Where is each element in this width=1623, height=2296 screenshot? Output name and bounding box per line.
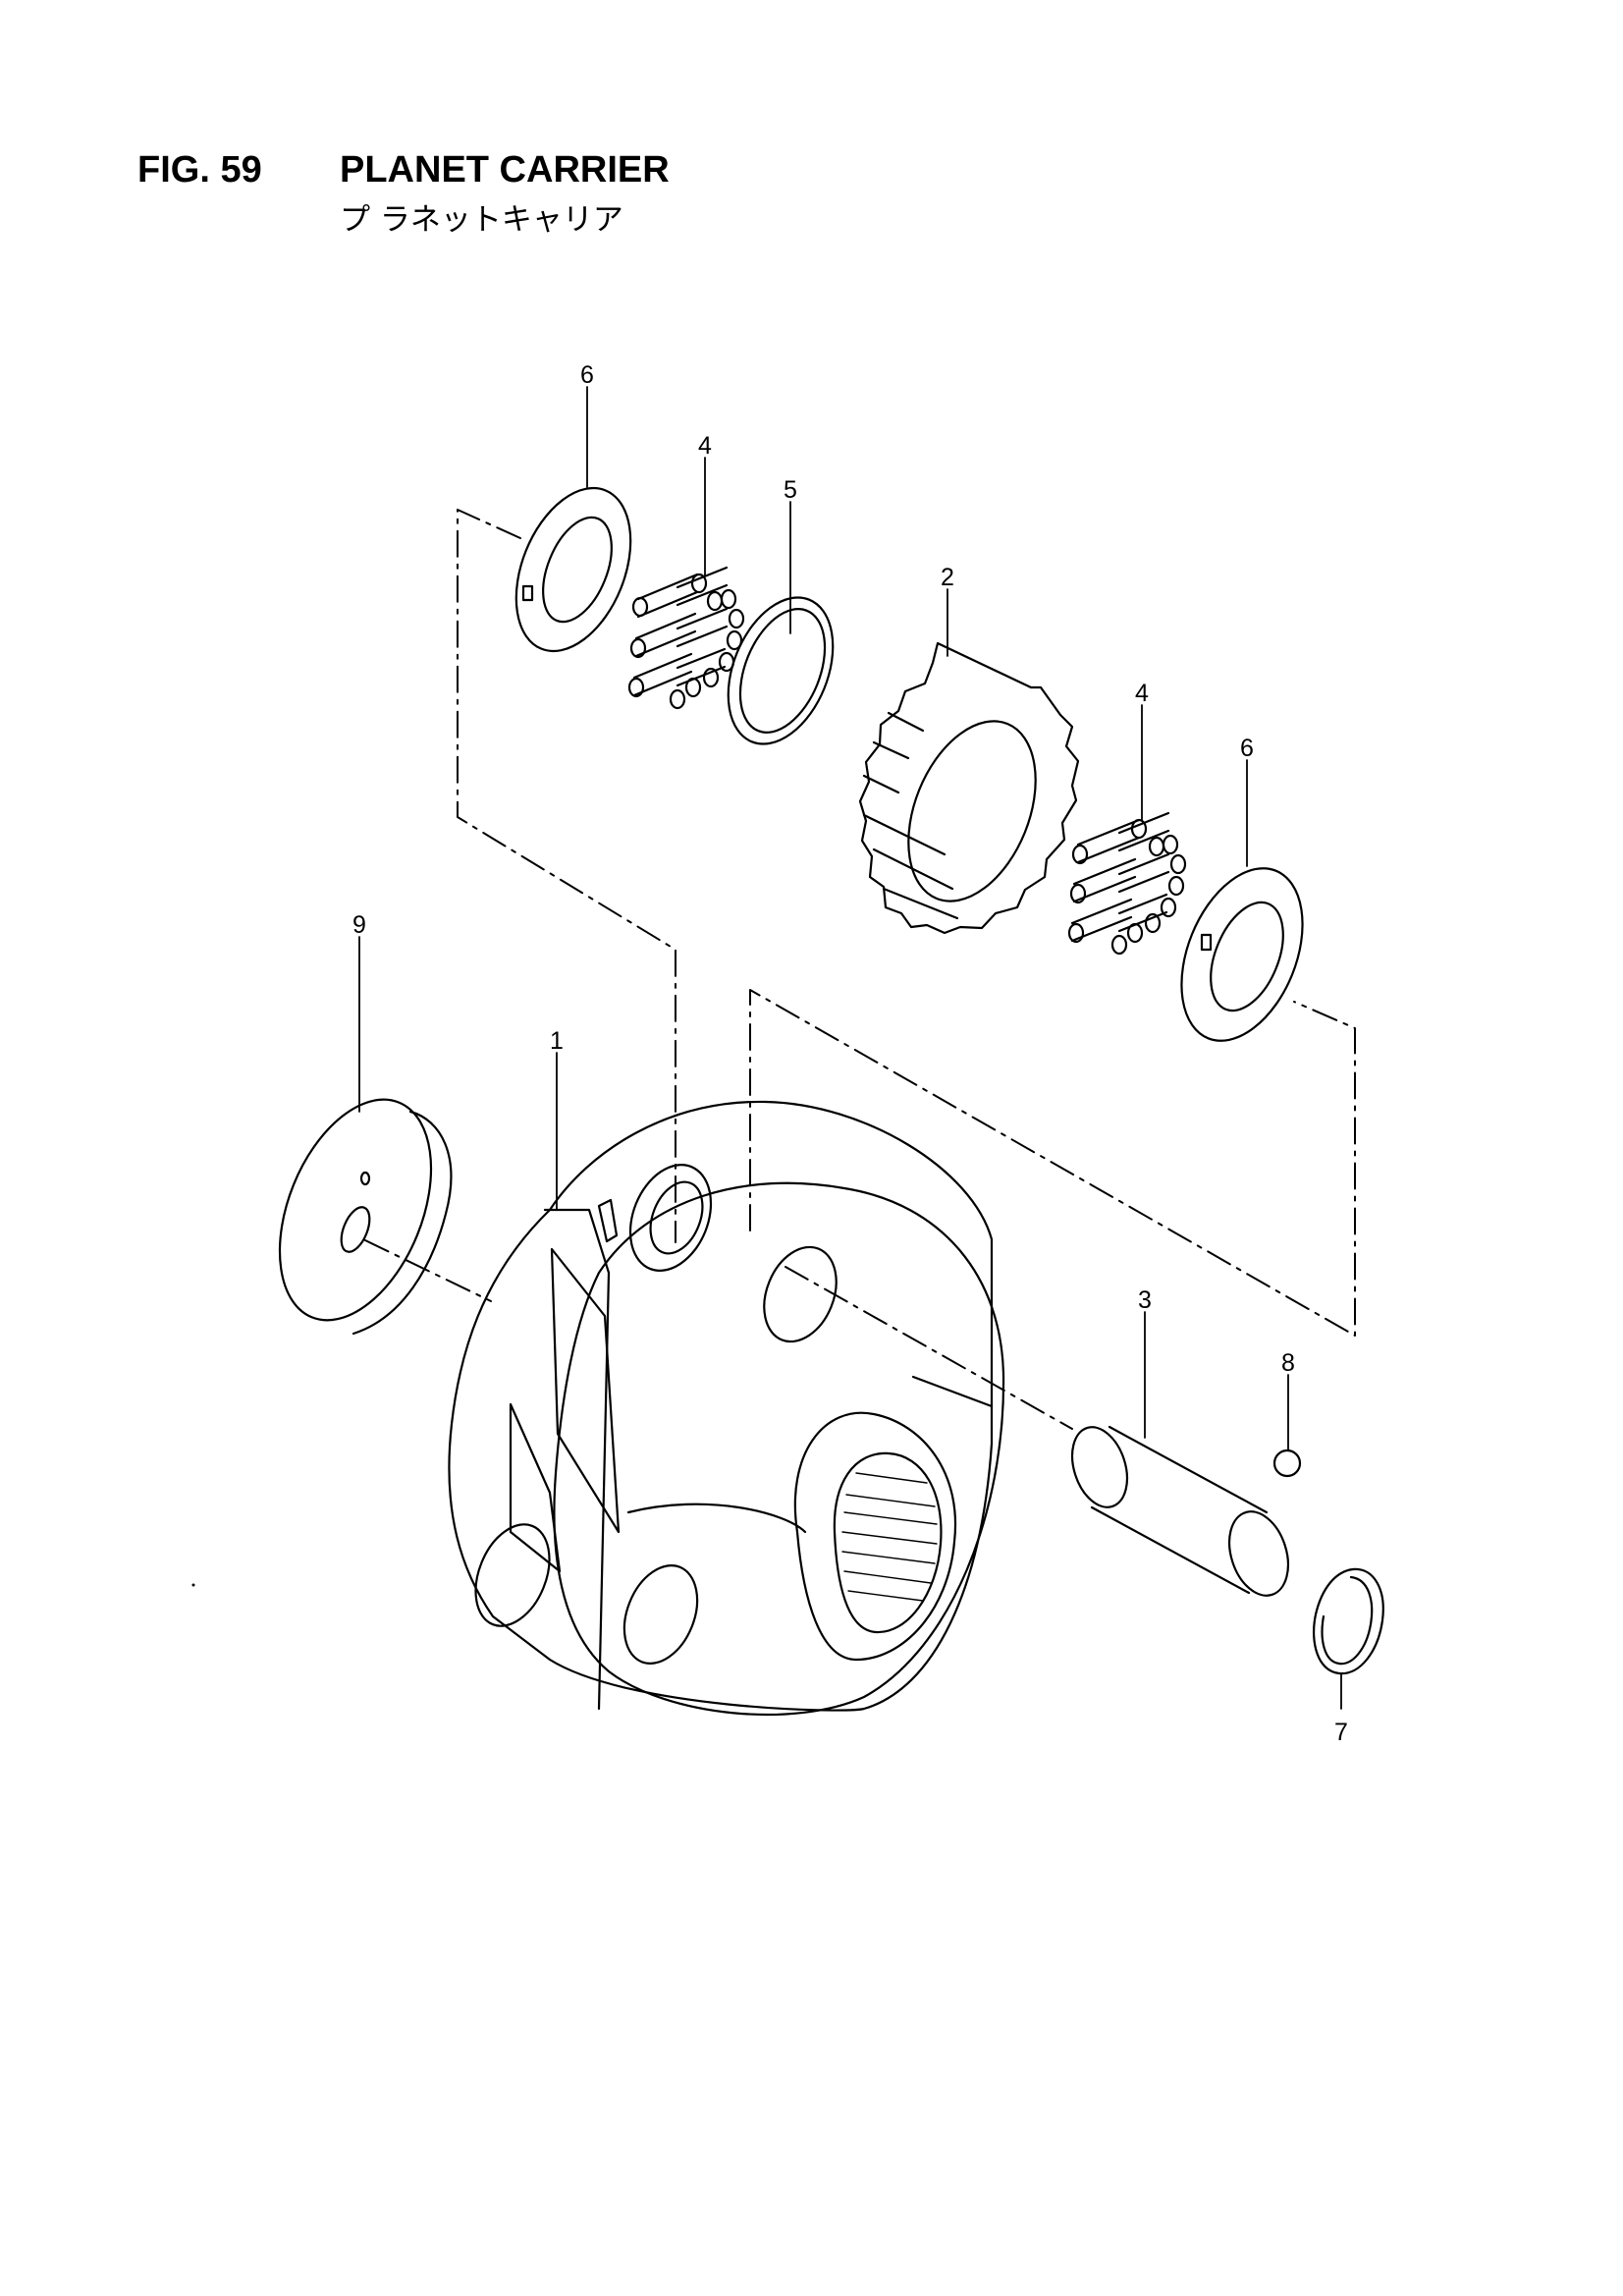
callout-8: 8 — [1281, 1349, 1295, 1377]
assembly-line-right — [749, 989, 1356, 1337]
leader-lines — [358, 386, 1342, 1710]
part-4-needle-rollers-upper — [627, 566, 745, 710]
part-5-spacer-ring — [727, 596, 835, 745]
part-3-planet-pin — [1070, 1425, 1289, 1597]
callout-2: 2 — [941, 564, 954, 591]
callout-4-lower: 4 — [1135, 680, 1149, 707]
part-2-planet-gear — [858, 641, 1080, 935]
part-6-thrust-washer-lower — [1180, 867, 1304, 1042]
callout-5: 5 — [784, 476, 797, 504]
assembly-line-pin-axis — [784, 1266, 1073, 1430]
assembly-line-left — [457, 509, 676, 1243]
callout-6-lower: 6 — [1240, 735, 1254, 762]
callout-4-upper: 4 — [698, 432, 712, 460]
callout-numbers: 6 4 5 2 4 6 9 1 3 8 7 — [352, 361, 1348, 1746]
callout-7: 7 — [1334, 1719, 1348, 1746]
part-9-washer-plate — [278, 1098, 453, 1336]
callout-3: 3 — [1138, 1286, 1152, 1314]
callout-6-upper: 6 — [580, 361, 594, 389]
part-8-steel-ball — [1272, 1449, 1302, 1478]
callout-1: 1 — [550, 1027, 564, 1055]
stray-dot-mark — [191, 1583, 195, 1587]
part-4-needle-rollers-lower — [1067, 811, 1187, 956]
assembly-line-washer-carrier — [364, 1239, 492, 1302]
assembly-lines — [364, 509, 1356, 1430]
figure-subtitle: プ ラネットキャリア — [340, 202, 623, 238]
part-6-thrust-washer-upper — [514, 486, 632, 653]
figure-title: PLANET CARRIER — [340, 149, 670, 191]
part-7-snap-ring — [1312, 1567, 1384, 1675]
figure-number: FIG. 59 — [137, 149, 262, 191]
part-1-planet-carrier — [448, 1100, 1005, 1716]
callout-9: 9 — [352, 911, 366, 939]
